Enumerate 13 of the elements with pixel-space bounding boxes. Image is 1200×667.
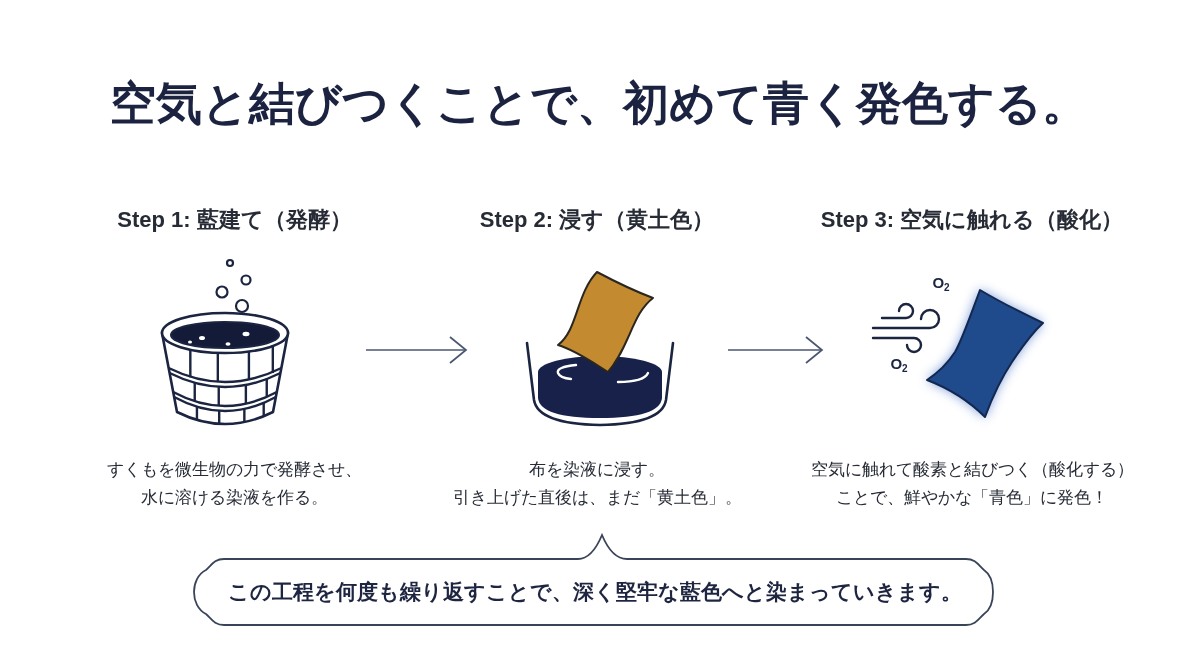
arrow <box>727 336 823 364</box>
arrow <box>365 336 467 364</box>
title: 空気と結びつくことで、初めて青く発色する。 <box>110 76 1088 131</box>
step-description: すくもを微生物の力で発酵させ、水に溶ける染液を作る。 <box>107 459 362 508</box>
step-heading: Step 2: 浸す（黄土色） <box>479 206 715 234</box>
formula-label: O$_{2}$ <box>890 355 908 373</box>
step-description: 空気に触れて酸素と結びつく（酸化する）ことで、鮮やかな「青色」に発色！ <box>810 459 1134 508</box>
step-description: 布を染液に浸す。引き上げた直後は、まだ「黄土色」。 <box>452 459 742 508</box>
formula-label: O$_{2}$ <box>932 274 950 292</box>
callout-text: この工程を何度も繰り返すことで、深く堅牢な藍色へと染まっていきます。 <box>228 579 962 606</box>
step-heading: Step 1: 藍建て（発酵） <box>117 206 352 234</box>
step-heading: Step 3: 空気に触れる（酸化） <box>820 206 1124 234</box>
speech-bubble <box>193 532 997 628</box>
